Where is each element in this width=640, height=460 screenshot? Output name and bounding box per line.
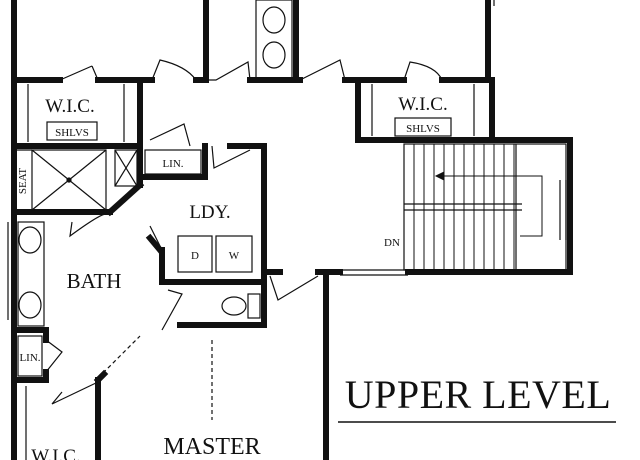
dryer-label: D: [191, 250, 199, 262]
walls: [11, 0, 573, 460]
dn-label: DN: [384, 237, 400, 249]
stair-arrow: [434, 171, 543, 237]
wic-right-label: W.I.C.: [398, 94, 447, 115]
fixtures: [7, 0, 616, 460]
lin-top-label: LIN.: [162, 158, 183, 170]
stair-treads: [413, 144, 515, 270]
bath-label: BATH: [67, 269, 122, 293]
wic-bottom-label: W.I.C.: [31, 446, 80, 460]
room-labels: W.I.C. SHLVS W.I.C. SHLVS SEAT LIN. LDY.…: [17, 94, 448, 460]
wic-left-label: W.I.C.: [45, 96, 94, 117]
washer-label: W: [229, 250, 240, 262]
shlvs-right-label: SHLVS: [406, 123, 440, 135]
lin-bottom-label: LIN.: [19, 352, 40, 364]
master-label: MASTER: [163, 434, 260, 460]
shlvs-left-label: SHLVS: [55, 127, 89, 139]
seat-label: SEAT: [17, 168, 29, 195]
plan-title: UPPER LEVEL: [345, 372, 612, 417]
door-swings: [45, 59, 443, 405]
laundry-label: LDY.: [189, 202, 230, 223]
